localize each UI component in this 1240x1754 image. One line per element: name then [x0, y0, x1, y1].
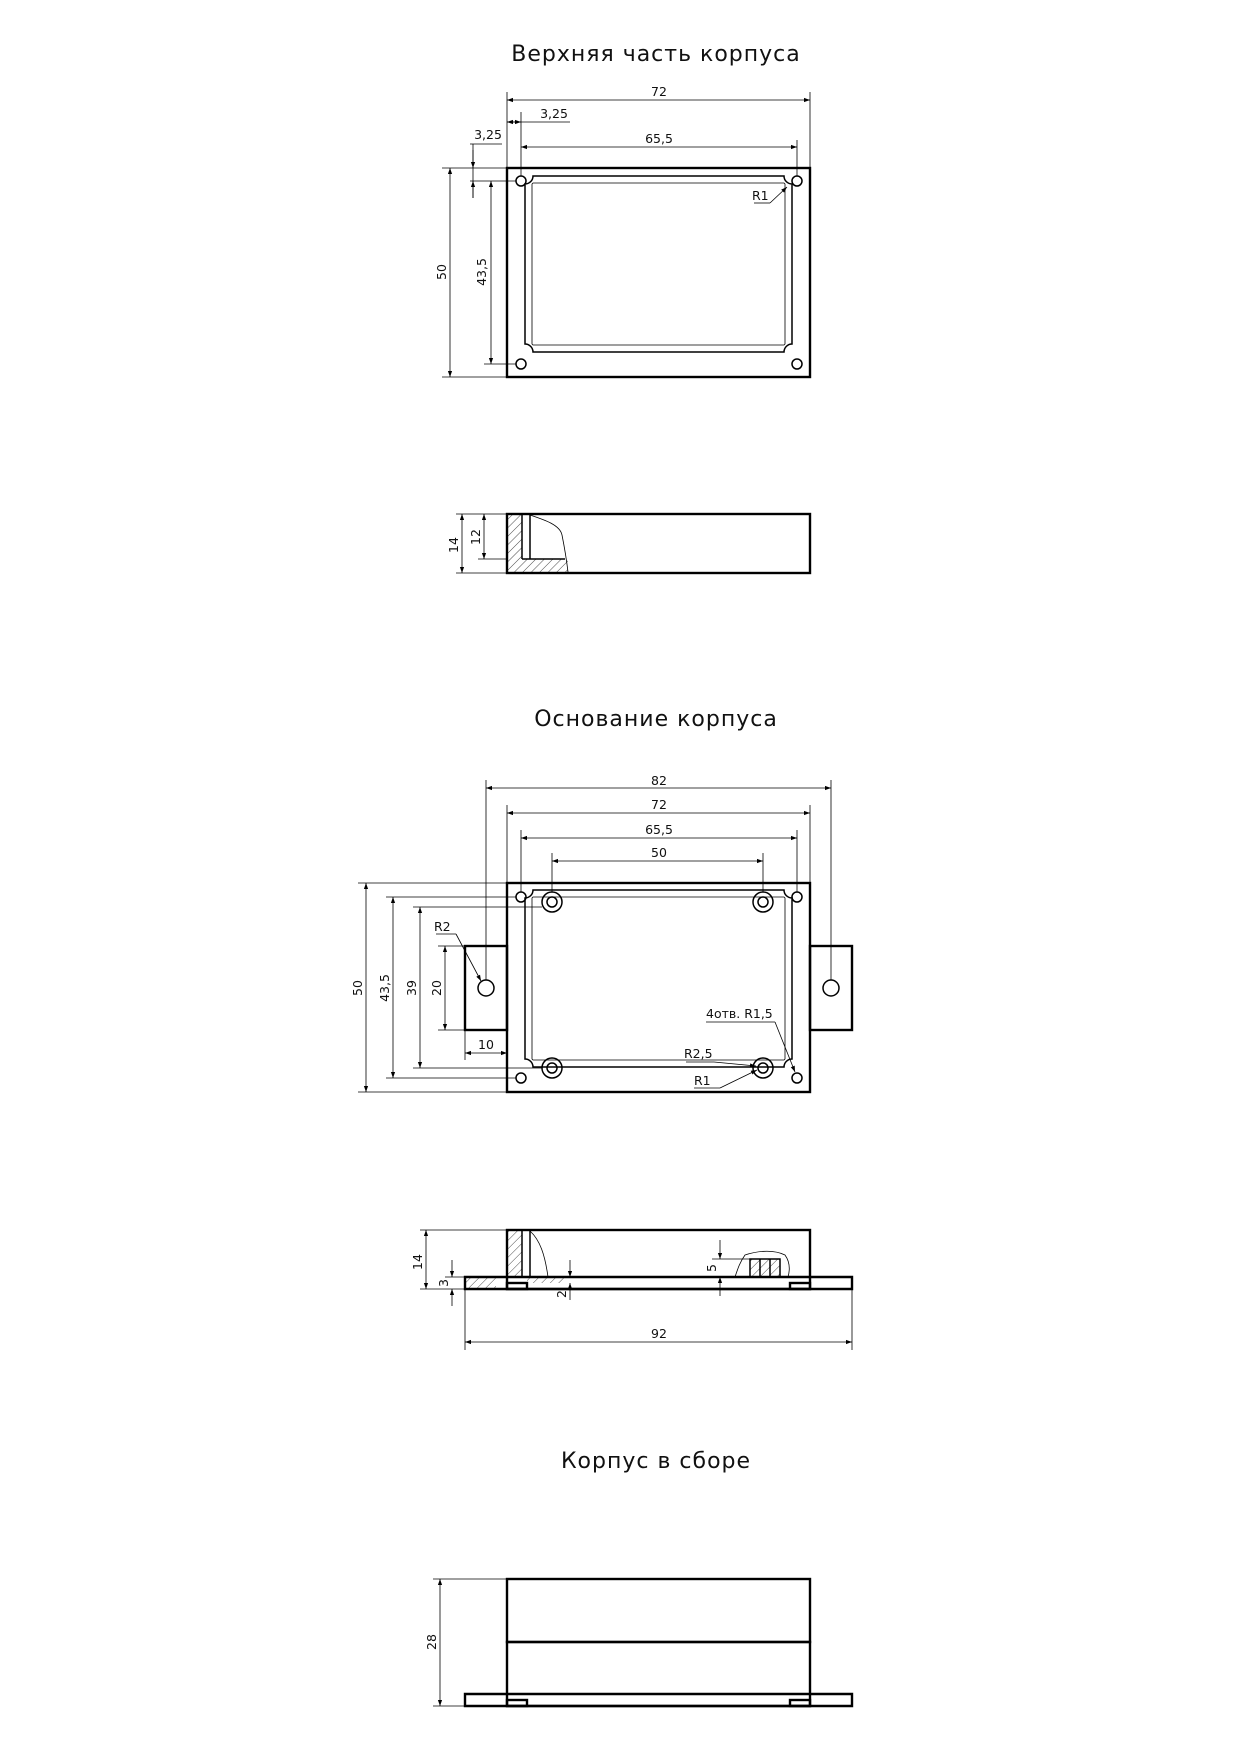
dim-base-height: 50	[350, 980, 365, 996]
dim-top-side-inner-height: 12	[468, 529, 483, 545]
label-base-corner-radius: R1	[694, 1073, 711, 1088]
dim-base-hole-spacing-x: 65,5	[645, 822, 673, 837]
dim-top-offset-x: 3,25	[540, 106, 568, 121]
base-side-view: 14 3 5 2 92	[410, 1228, 854, 1350]
top-part-side-view: 14 12	[446, 512, 812, 575]
dim-base-side-overall-length: 92	[651, 1326, 667, 1341]
dim-base-side-height: 14	[410, 1254, 425, 1270]
dim-base-width: 72	[651, 797, 667, 812]
dim-top-width: 72	[651, 84, 667, 99]
title-base: Основание корпуса	[534, 707, 778, 732]
dim-top-offset-y: 3,25	[474, 127, 502, 142]
label-base-holes-note: 4отв. R1,5	[706, 1006, 773, 1021]
dim-assembly-height: 28	[424, 1634, 439, 1650]
assembly-view: 28	[424, 1577, 854, 1708]
dim-top-hole-spacing-x: 65,5	[645, 131, 673, 146]
dim-base-side-flange: 3	[436, 1279, 451, 1287]
dim-base-ear-width: 10	[478, 1037, 494, 1052]
dim-top-side-height: 14	[446, 537, 461, 553]
title-top-part: Верхняя часть корпуса	[511, 42, 801, 67]
dim-top-height: 50	[434, 264, 449, 280]
dim-base-boss-spacing-x: 50	[651, 845, 667, 860]
dim-top-hole-spacing-y: 43,5	[474, 258, 489, 286]
dim-base-ear-height: 20	[429, 980, 444, 996]
dim-base-side-boss-height: 5	[704, 1264, 719, 1272]
dim-base-boss-spacing-y: 39	[404, 980, 419, 996]
dim-base-overall-width: 82	[651, 773, 667, 788]
base-plan-view: 82 72 65,5 50 50 43,5 39 20	[350, 773, 854, 1094]
label-top-radius: R1	[752, 188, 769, 203]
top-part-plan-view: 72 3,25 65,5 3,25 50 43,5 R1	[434, 84, 812, 379]
label-base-boss-radius: R2,5	[684, 1046, 713, 1061]
dim-base-side-floor: 2	[554, 1290, 569, 1298]
title-assembly: Корпус в сборе	[561, 1449, 751, 1474]
dim-base-hole-spacing-y: 43,5	[377, 974, 392, 1002]
label-base-ear-radius: R2	[434, 919, 451, 934]
